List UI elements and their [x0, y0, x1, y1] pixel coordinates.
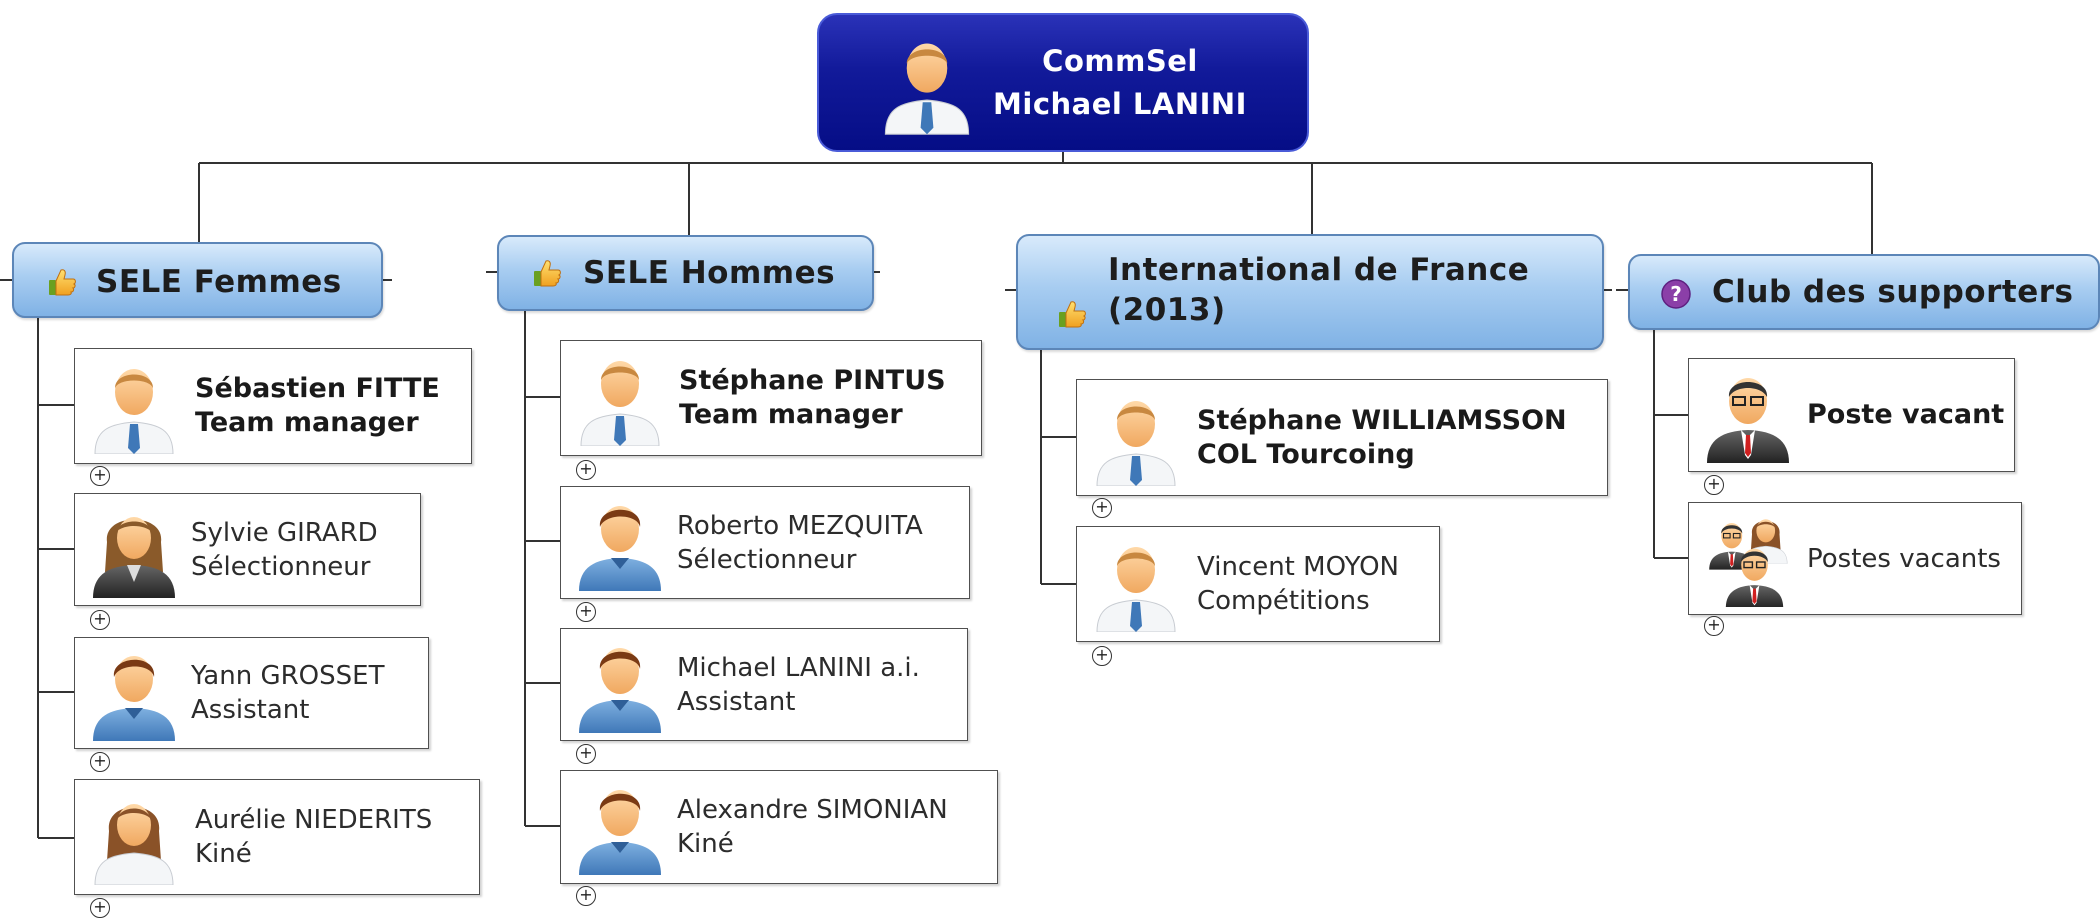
branch-title: SELE Femmes	[96, 264, 342, 300]
root-node[interactable]: CommSel Michael LANINI	[817, 13, 1309, 152]
member-role: Sélectionneur	[677, 544, 857, 575]
member-name: Michael LANINI a.i.	[677, 652, 920, 683]
member-name: Vincent MOYON	[1197, 552, 1399, 582]
member-card-femmes-3[interactable]: Yann GROSSET Assistant	[74, 637, 429, 749]
member-role: Sélectionneur	[191, 551, 371, 582]
expand-plus-icon[interactable]	[90, 898, 110, 918]
branch-title-line2: (2013)	[1108, 292, 1226, 328]
expand-plus-icon[interactable]	[576, 744, 596, 764]
member-card-international-1[interactable]: Stéphane WILLIAMSSON COL Tourcoing	[1076, 379, 1608, 496]
member-text: Yann GROSSET Assistant	[191, 659, 384, 727]
man-blue-shirt-icon	[575, 779, 665, 875]
member-card-femmes-4[interactable]: Aurélie NIEDERITS Kiné	[74, 779, 480, 895]
man-blue-shirt-icon	[89, 645, 179, 741]
member-text: Stéphane WILLIAMSSON COL Tourcoing	[1197, 404, 1567, 472]
branch-title: Club des supporters	[1712, 274, 2074, 310]
businessman-dark-suit-icon	[1703, 367, 1793, 463]
expand-plus-icon[interactable]	[1092, 498, 1112, 518]
man-white-shirt-icon	[1091, 390, 1181, 486]
branch-sele-femmes[interactable]: SELE Femmes	[12, 242, 383, 318]
man-white-shirt-icon	[89, 358, 179, 454]
member-card-hommes-1[interactable]: Stéphane PINTUS Team manager	[560, 340, 982, 456]
member-name: Stéphane PINTUS	[679, 365, 946, 396]
member-card-femmes-1[interactable]: Sébastien FITTE Team manager	[74, 348, 472, 464]
man-blue-shirt-icon	[575, 637, 665, 733]
expand-plus-icon[interactable]	[1092, 646, 1112, 666]
expand-plus-icon[interactable]	[1704, 475, 1724, 495]
branch-title: SELE Hommes	[583, 255, 836, 291]
woman-white-shirt-icon	[89, 789, 179, 885]
member-card-femmes-2[interactable]: Sylvie GIRARD Sélectionneur	[74, 493, 421, 606]
branch-club-des-supporters[interactable]: Club des supporters	[1628, 254, 2100, 330]
member-card-hommes-2[interactable]: Roberto MEZQUITA Sélectionneur	[560, 486, 970, 599]
man-white-shirt-icon	[1091, 536, 1181, 632]
member-role: Team manager	[679, 399, 903, 430]
root-name: Michael LANINI	[993, 86, 1247, 121]
thumbs-up-icon	[46, 266, 78, 298]
member-name: Sébastien FITTE	[195, 373, 440, 404]
expand-plus-icon[interactable]	[90, 466, 110, 486]
branch-international-de-france[interactable]: International de France (2013)	[1016, 234, 1604, 350]
member-name: Stéphane WILLIAMSSON	[1197, 404, 1567, 436]
man-white-shirt-icon	[575, 350, 665, 446]
member-role: Kiné	[195, 839, 252, 869]
member-text: Sébastien FITTE Team manager	[195, 372, 440, 440]
branch-sele-hommes[interactable]: SELE Hommes	[497, 235, 874, 311]
member-name: Sylvie GIRARD	[191, 517, 378, 548]
member-card-international-2[interactable]: Vincent MOYON Compétitions	[1076, 526, 1440, 642]
member-text: Aurélie NIEDERITS Kiné	[195, 803, 432, 871]
member-text: Stéphane PINTUS Team manager	[679, 364, 946, 432]
member-role: COL Tourcoing	[1197, 438, 1415, 470]
root-title: CommSel	[1042, 43, 1198, 78]
expand-plus-icon[interactable]	[576, 886, 596, 906]
expand-plus-icon[interactable]	[90, 610, 110, 630]
root-label: CommSel Michael LANINI	[993, 40, 1247, 126]
thumbs-up-icon	[531, 257, 563, 289]
member-text: Roberto MEZQUITA Sélectionneur	[677, 509, 923, 577]
member-name: Poste vacant	[1807, 399, 2005, 430]
expand-plus-icon[interactable]	[1704, 616, 1724, 636]
expand-plus-icon[interactable]	[576, 602, 596, 622]
member-role: Team manager	[195, 407, 419, 438]
member-role: Kiné	[677, 829, 734, 859]
member-name: Alexandre SIMONIAN	[677, 795, 948, 825]
businessman-icon	[879, 31, 975, 135]
member-name: Aurélie NIEDERITS	[195, 805, 433, 835]
member-text: Alexandre SIMONIAN Kiné	[677, 793, 948, 861]
member-text: Michael LANINI a.i. Assistant	[677, 651, 920, 719]
thumbs-up-icon	[1056, 298, 1088, 330]
member-role: Assistant	[677, 686, 796, 717]
man-blue-shirt-icon	[575, 495, 665, 591]
expand-plus-icon[interactable]	[90, 752, 110, 772]
member-text: Poste vacant	[1807, 398, 2004, 432]
question-icon	[1660, 278, 1692, 310]
member-name: Postes vacants	[1807, 543, 2001, 574]
member-card-supporters-2[interactable]: Postes vacants	[1688, 502, 2022, 615]
woman-suit-icon	[89, 502, 179, 598]
member-text: Sylvie GIRARD Sélectionneur	[191, 516, 378, 584]
group-people-icon	[1703, 511, 1793, 607]
member-text: Postes vacants	[1807, 542, 2001, 576]
member-role: Compétitions	[1197, 586, 1370, 616]
branch-title-line1: International de France	[1108, 252, 1530, 288]
member-card-supporters-1[interactable]: Poste vacant	[1688, 358, 2015, 472]
member-name: Yann GROSSET	[191, 661, 385, 691]
member-card-hommes-3[interactable]: Michael LANINI a.i. Assistant	[560, 628, 968, 741]
member-text: Vincent MOYON Compétitions	[1197, 550, 1399, 618]
member-card-hommes-4[interactable]: Alexandre SIMONIAN Kiné	[560, 770, 998, 884]
member-name: Roberto MEZQUITA	[677, 510, 923, 541]
expand-plus-icon[interactable]	[576, 460, 596, 480]
member-role: Assistant	[191, 695, 310, 725]
